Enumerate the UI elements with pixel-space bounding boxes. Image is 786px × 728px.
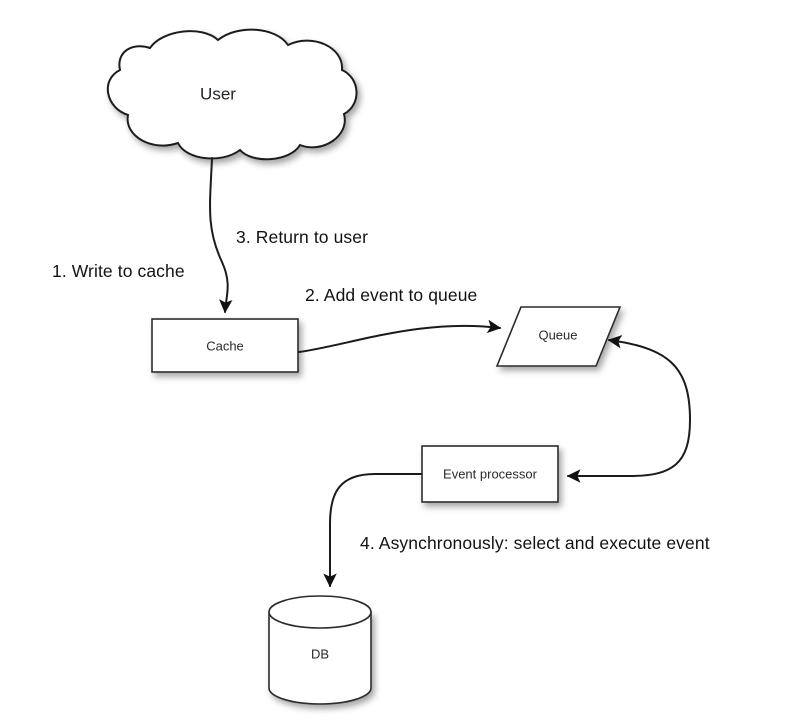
- step-label-4: 4. Asynchronously: select and execute ev…: [360, 533, 710, 553]
- node-user-label: User: [200, 84, 236, 103]
- edge-queue-event-processor[interactable]: [566, 334, 692, 483]
- step-label-2: 2. Add event to queue: [305, 285, 478, 305]
- edge-user-to-cache[interactable]: [209, 157, 233, 314]
- step-label-1: 1. Write to cache: [52, 261, 185, 281]
- node-event-processor-label: Event processor: [443, 466, 538, 481]
- node-queue-label: Queue: [538, 327, 577, 342]
- node-event-processor[interactable]: Event processor: [421, 445, 559, 503]
- node-db[interactable]: DB: [268, 595, 372, 705]
- step-label-3: 3. Return to user: [236, 227, 369, 247]
- edge-cache-to-queue[interactable]: [298, 319, 502, 353]
- edge-event-processor-to-db[interactable]: [323, 473, 422, 588]
- node-queue[interactable]: Queue: [495, 306, 622, 367]
- node-user[interactable]: User: [106, 28, 358, 161]
- node-db-label: DB: [311, 646, 329, 661]
- node-cache-label: Cache: [206, 338, 244, 353]
- node-cache[interactable]: Cache: [151, 318, 299, 373]
